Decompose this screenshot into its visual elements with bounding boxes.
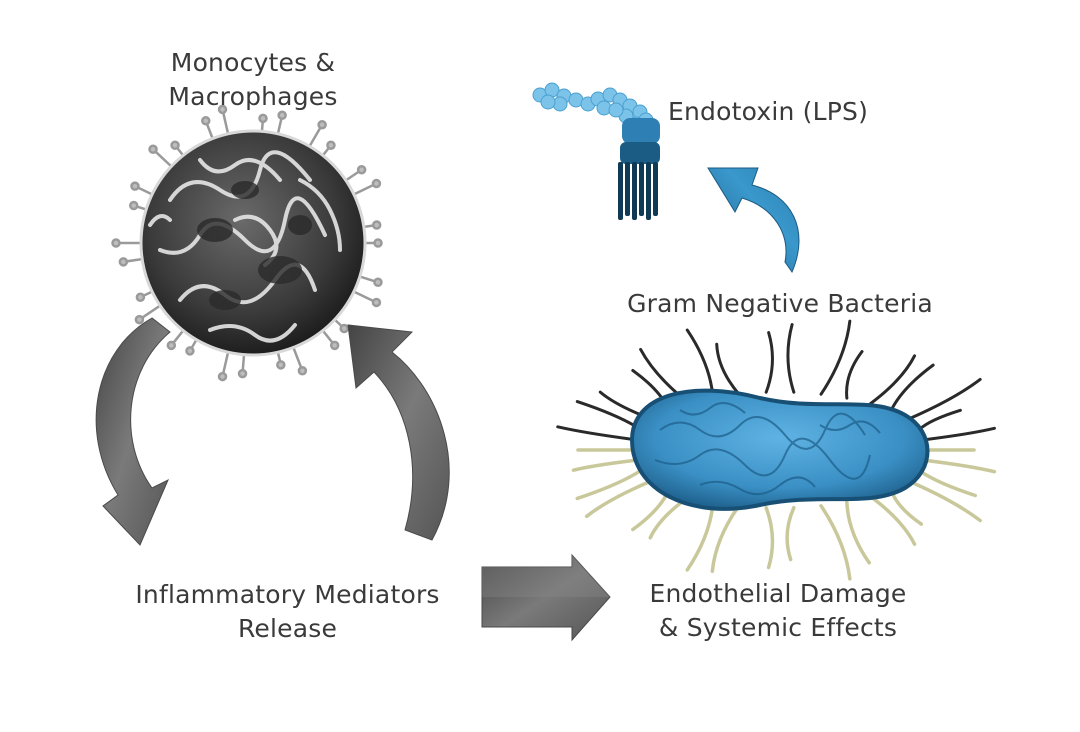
arrow-to-endothelial-damage — [481, 553, 611, 642]
label-inflammatory-line1: Inflammatory Mediators — [135, 580, 440, 609]
bacterium-icon — [556, 319, 997, 581]
label-endothelial-line1: Endothelial Damage — [649, 579, 907, 608]
label-endotoxin: Endotoxin (LPS) — [668, 97, 869, 126]
endotoxin-molecule-icon — [532, 82, 660, 220]
arrow-to-monocytes — [347, 324, 450, 541]
label-monocytes-macrophages: Monocytes & Macrophages — [128, 46, 378, 114]
arrow-to-endotoxin — [707, 167, 800, 274]
label-gram-negative-bacteria: Gram Negative Bacteria — [627, 289, 933, 318]
macrophage-cell-icon — [111, 104, 383, 382]
label-monocytes-line2: Macrophages — [168, 82, 338, 111]
label-inflammatory-mediators: Inflammatory Mediators Release — [100, 578, 475, 646]
label-monocytes-line1: Monocytes & — [170, 48, 336, 77]
label-inflammatory-line2: Release — [237, 614, 338, 643]
label-endothelial-damage: Endothelial Damage & Systemic Effects — [618, 577, 938, 645]
label-endothelial-line2: & Systemic Effects — [658, 613, 898, 642]
arrow-to-inflammatory-mediators — [95, 317, 171, 546]
